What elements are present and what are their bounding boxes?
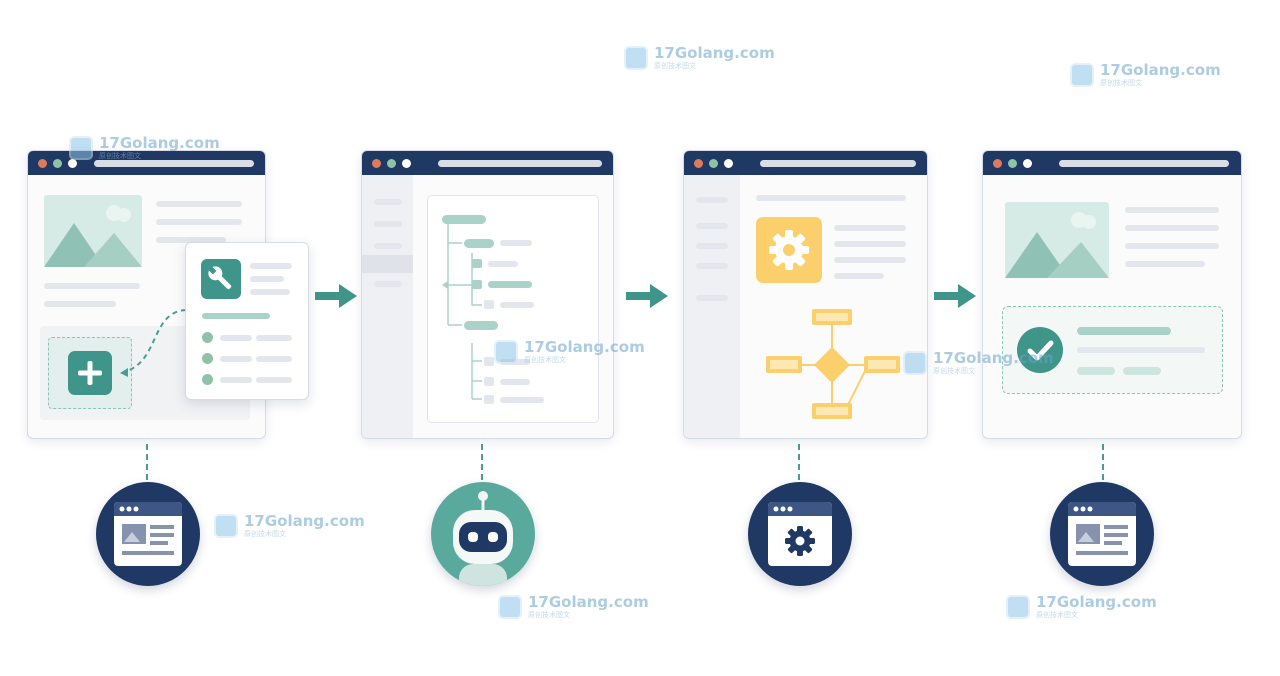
checkmark-icon xyxy=(1017,327,1063,373)
wrench-icon xyxy=(201,259,241,299)
tree-structure-icon xyxy=(442,215,544,404)
robot-badge xyxy=(431,482,535,586)
watermark-subtitle: 原创技术图文 xyxy=(524,356,566,364)
connector-1 xyxy=(146,444,148,480)
watermark-title: 17Golang.com xyxy=(244,512,365,530)
watermark-subtitle: 原创技术图文 xyxy=(99,152,141,160)
gear-icon xyxy=(756,217,822,283)
flow-arrow-1 xyxy=(315,284,357,308)
web-page-badge-final xyxy=(1050,482,1154,586)
step2-window xyxy=(361,150,614,439)
site-logo-icon xyxy=(494,340,518,364)
settings-window-badge xyxy=(748,482,852,586)
watermark-subtitle: 原创技术图文 xyxy=(1100,79,1142,87)
component-popup-card xyxy=(185,242,309,400)
watermark-title: 17Golang.com xyxy=(654,44,775,62)
web-page-badge xyxy=(96,482,200,586)
site-logo-icon xyxy=(69,136,93,160)
sidebar xyxy=(684,175,740,438)
flow-arrow-2 xyxy=(626,284,668,308)
connector-2 xyxy=(481,444,483,480)
flowchart-diagram xyxy=(766,309,900,419)
watermark-title: 17Golang.com xyxy=(1100,61,1221,79)
watermark-subtitle: 原创技术图文 xyxy=(528,611,570,619)
drag-path-arrow xyxy=(120,309,187,377)
watermark-title: 17Golang.com xyxy=(1036,593,1157,611)
window-titlebar xyxy=(362,151,613,175)
watermark-title: 17Golang.com xyxy=(99,134,220,152)
watermark-title: 17Golang.com xyxy=(524,338,645,356)
robot-icon xyxy=(453,491,513,586)
watermark-subtitle: 原创技术图文 xyxy=(654,62,696,70)
watermark-subtitle: 原创技术图文 xyxy=(1036,611,1078,619)
watermark-title: 17Golang.com xyxy=(933,349,1054,367)
window-titlebar xyxy=(28,151,265,175)
image-placeholder-icon xyxy=(1005,202,1109,278)
window-titlebar xyxy=(983,151,1241,175)
site-logo-icon xyxy=(1006,595,1030,619)
sidebar xyxy=(362,175,413,438)
step4-window xyxy=(982,150,1242,439)
site-logo-icon xyxy=(214,514,238,538)
web-page-icon xyxy=(114,502,182,566)
web-page-icon xyxy=(1068,502,1136,566)
window-titlebar xyxy=(684,151,927,175)
site-logo-icon xyxy=(498,595,522,619)
flow-arrow-3 xyxy=(934,284,976,308)
image-placeholder-icon xyxy=(44,195,142,267)
watermark-subtitle: 原创技术图文 xyxy=(244,530,286,538)
site-logo-icon xyxy=(1070,63,1094,87)
watermark-title: 17Golang.com xyxy=(528,593,649,611)
connector-3 xyxy=(798,444,800,480)
settings-window-icon xyxy=(768,502,832,566)
watermark-subtitle: 原创技术图文 xyxy=(933,367,975,375)
site-logo-icon xyxy=(903,351,927,375)
step3-window xyxy=(683,150,928,439)
add-component-button[interactable] xyxy=(68,351,112,395)
site-logo-icon xyxy=(624,46,648,70)
connector-4 xyxy=(1102,444,1104,480)
